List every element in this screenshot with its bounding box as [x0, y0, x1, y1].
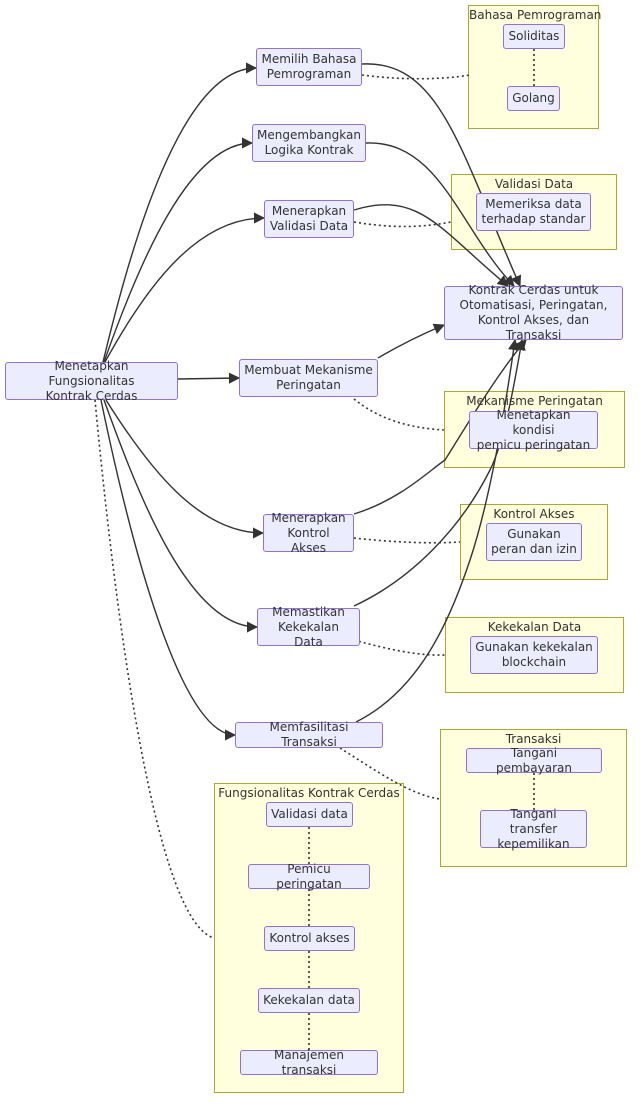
- target-node: Kontrak Cerdas untuk Otomatisasi, Pering…: [444, 283, 623, 342]
- dotted-link-validasi: [353, 221, 452, 228]
- edge-root-to-membuat-mekanisme: [177, 372, 241, 384]
- item-menetapkan-kondisi: Menetapkan kondisi pemicu peringatan: [469, 408, 598, 452]
- cluster-title: Validasi Data: [494, 177, 574, 191]
- edge-memastikan-kekekalan-to-target: [353, 338, 526, 607]
- dotted-link-bahasa: [361, 74, 471, 80]
- item-kontrol-akses: Kontrol akses: [264, 926, 355, 951]
- edge-root-to-mengembangkan-logika: [103, 137, 254, 363]
- cluster-title: Transaksi: [505, 732, 562, 746]
- edge-root-to-menerapkan-validasi: [104, 212, 266, 363]
- dotted-link-kontrol-akses: [353, 537, 461, 544]
- step-memfasilitasi-transaksi: Memfasilitasi Transaksi: [235, 720, 383, 749]
- root-node: Menetapkan Fungsionalitas Kontrak Cerdas: [5, 359, 178, 403]
- edge-root-to-memilih-bahasa: [102, 62, 258, 363]
- step-mengembangkan-logika: Mengembangkan Logika Kontrak: [252, 124, 366, 162]
- item-kekekalan-blockchain: Gunakan kekekalan blockchain: [470, 636, 598, 674]
- dotted-link-root-to-fungsionalitas: [94, 399, 215, 939]
- cluster-title: Kontrol Akses: [493, 507, 575, 521]
- edge-menerapkan-kontrol-to-target: [353, 339, 527, 515]
- edge-root-to-menerapkan-kontrol: [105, 399, 265, 539]
- item-soliditas: Soliditas: [503, 24, 565, 49]
- cluster-title: Fungsionalitas Kontrak Cerdas: [218, 786, 400, 800]
- edge-memfasilitasi-transaksi-to-target: [355, 338, 520, 723]
- item-tangani-transfer: Tangani transfer kepemilikan: [480, 807, 587, 851]
- step-memastikan-kekekalan: Memastikan Kekekalan Data: [257, 605, 360, 649]
- cluster-title: Bahasa Pemrograman: [469, 8, 602, 22]
- cluster-title: Mekanisme Peringatan: [466, 394, 603, 408]
- edge-mengembangkan-logika-to-target: [365, 142, 515, 287]
- dotted-link-peringatan: [353, 398, 445, 431]
- edge-memilih-bahasa-to-target: [361, 63, 522, 288]
- step-memilih-bahasa: Memilih Bahasa Pemrograman: [256, 48, 362, 86]
- item-manajemen-transaksi: Manajemen transaksi: [240, 1048, 378, 1077]
- item-pemicu-peringatan: Pemicu peringatan: [248, 862, 370, 891]
- edge-membuat-mekanisme-to-target: [377, 323, 446, 359]
- item-validasi-data: Validasi data: [266, 802, 353, 827]
- item-golang: Golang: [507, 86, 560, 111]
- item-kekekalan-data: Kekekalan data: [258, 988, 360, 1013]
- dotted-link-transaksi: [339, 747, 441, 800]
- item-memeriksa-data: Memeriksa data terhadap standar: [476, 193, 591, 231]
- edge-menerapkan-validasi-to-target: [353, 204, 509, 287]
- step-menerapkan-kontrol: Menerapkan Kontrol Akses: [263, 511, 354, 555]
- cluster-title: Kekekalan Data: [487, 620, 582, 634]
- dotted-link-kekekalan: [353, 639, 446, 656]
- edge-root-to-memastikan-kekekalan: [103, 399, 259, 633]
- step-menerapkan-validasi: Menerapkan Validasi Data: [264, 200, 354, 238]
- item-peran-dan-izin: Gunakan peran dan izin: [486, 523, 582, 561]
- step-membuat-mekanisme: Membuat Mekanisme Peringatan: [239, 359, 378, 397]
- edge-root-to-memfasilitasi-transaksi: [100, 399, 237, 741]
- item-tangani-pembayaran: Tangani pembayaran: [466, 746, 602, 775]
